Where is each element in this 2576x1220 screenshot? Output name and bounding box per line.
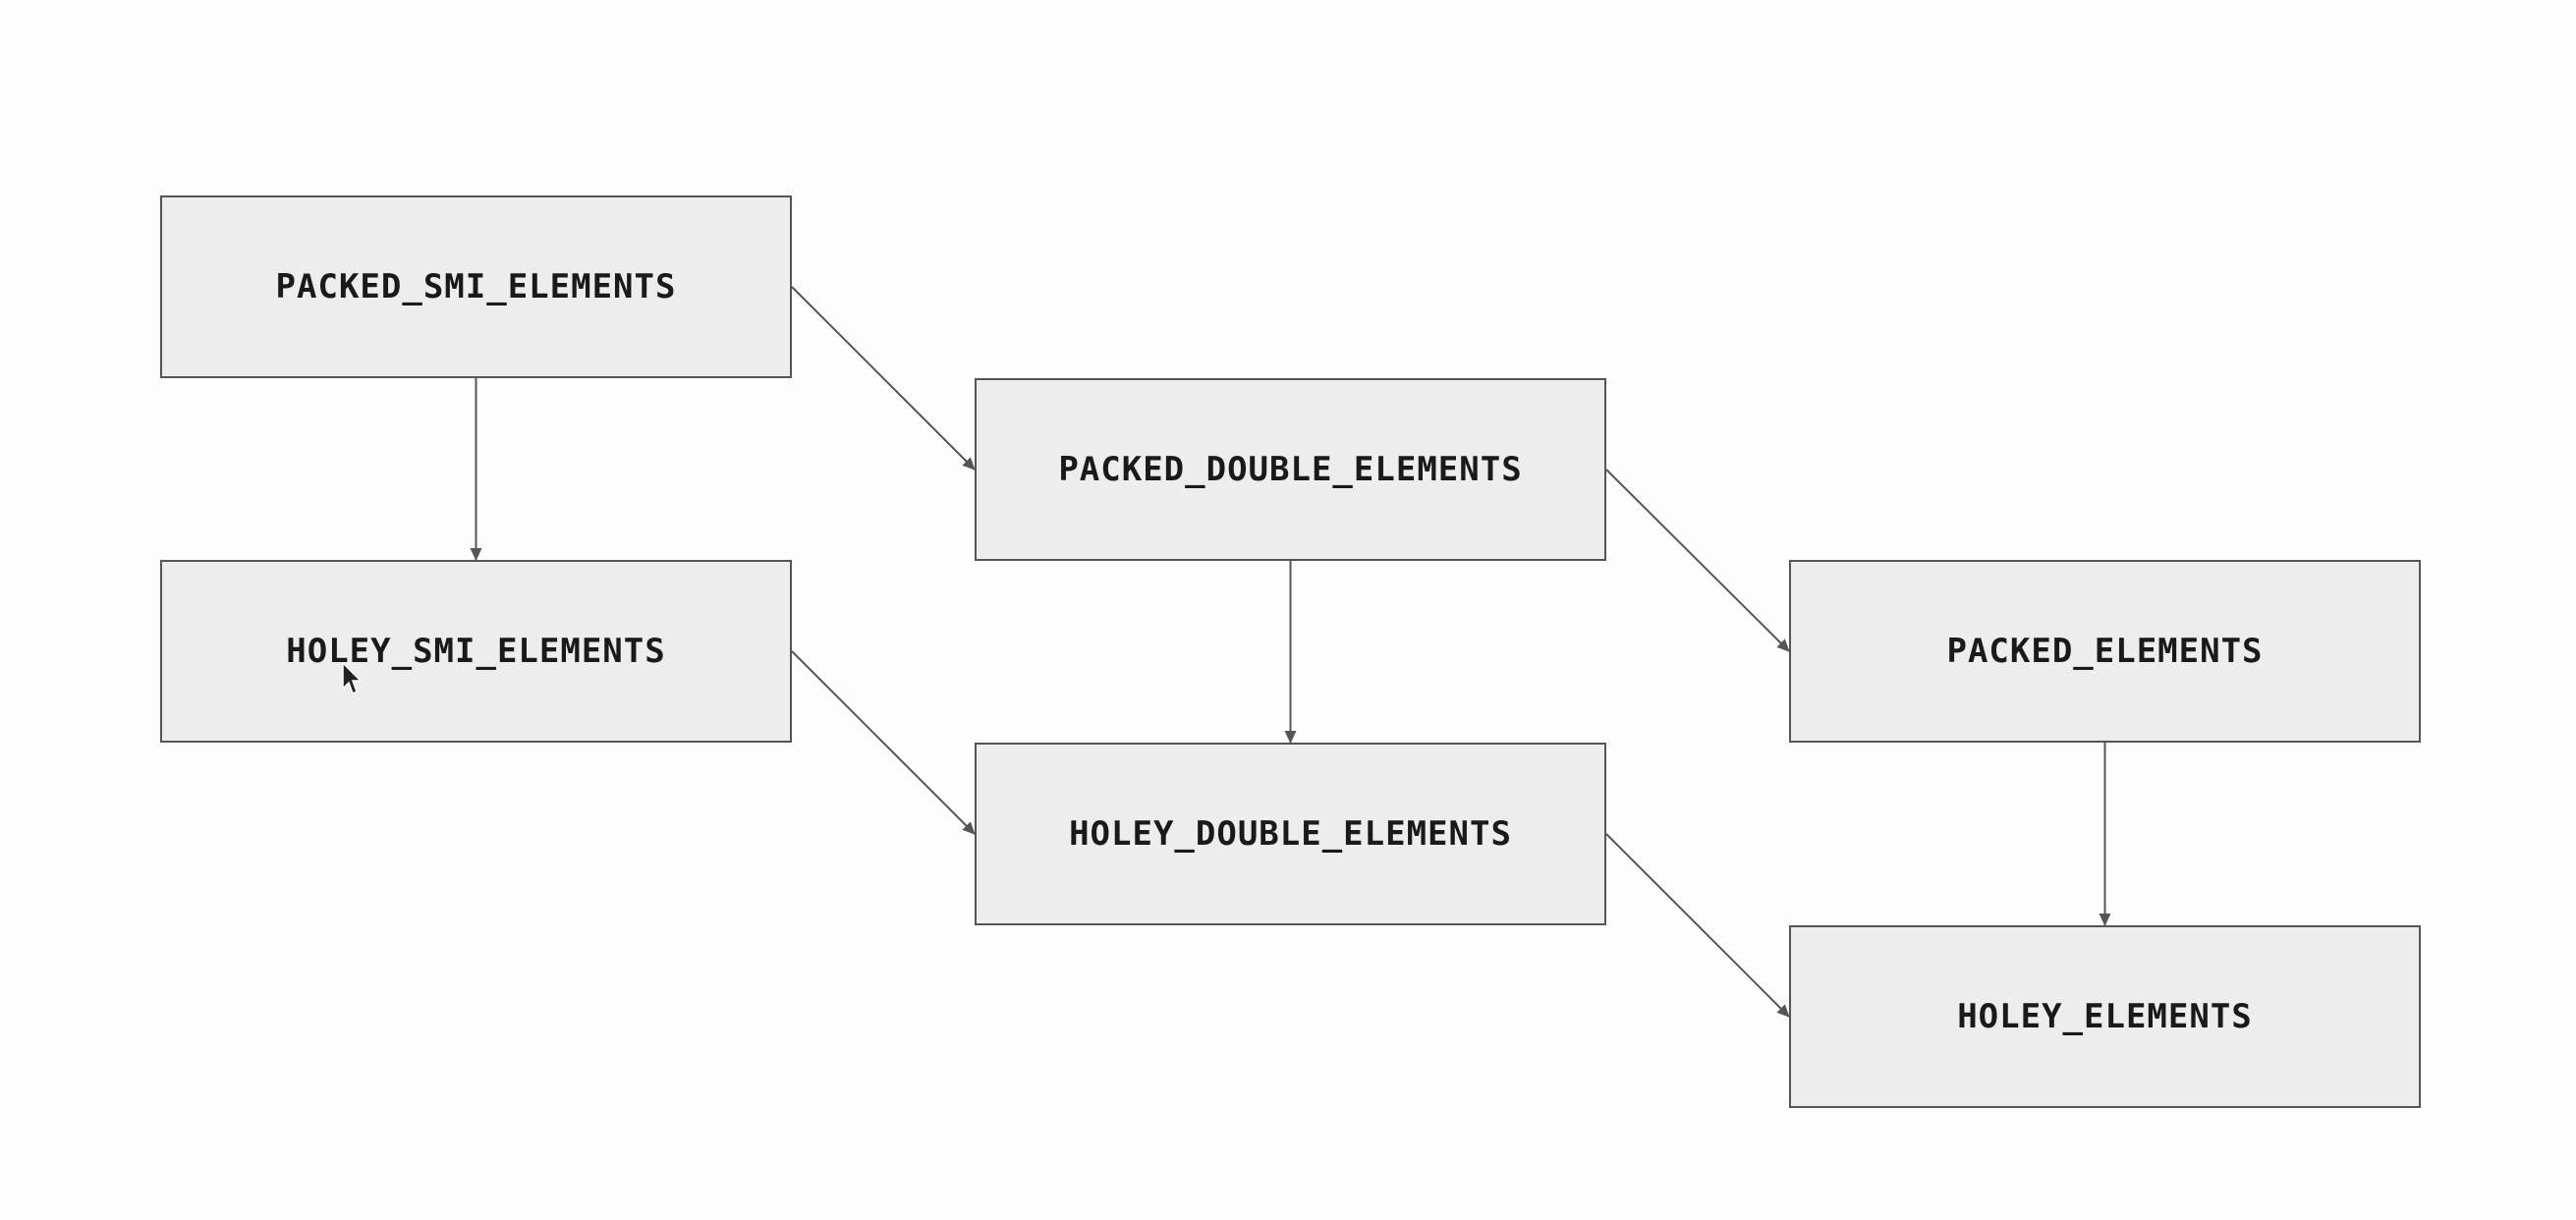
arrow-holey-smi-elements-to-holey-double-elements — [791, 650, 976, 835]
arrow-packed-double-elements-to-packed-elements — [1605, 469, 1790, 652]
node-packed-elements: PACKED_ELEMENTS — [1789, 560, 2421, 743]
node-packed-smi-elements: PACKED_SMI_ELEMENTS — [160, 195, 792, 378]
arrow-holey-double-elements-to-holey-elements — [1605, 833, 1790, 1018]
node-holey-double-elements: HOLEY_DOUBLE_ELEMENTS — [975, 743, 1606, 925]
arrow-packed-smi-elements-to-packed-double-elements — [791, 286, 976, 471]
node-holey-smi-elements: HOLEY_SMI_ELEMENTS — [160, 560, 792, 743]
node-holey-elements: HOLEY_ELEMENTS — [1789, 925, 2421, 1108]
mouse-pointer-icon — [342, 662, 363, 695]
node-packed-double-elements: PACKED_DOUBLE_ELEMENTS — [975, 378, 1606, 561]
